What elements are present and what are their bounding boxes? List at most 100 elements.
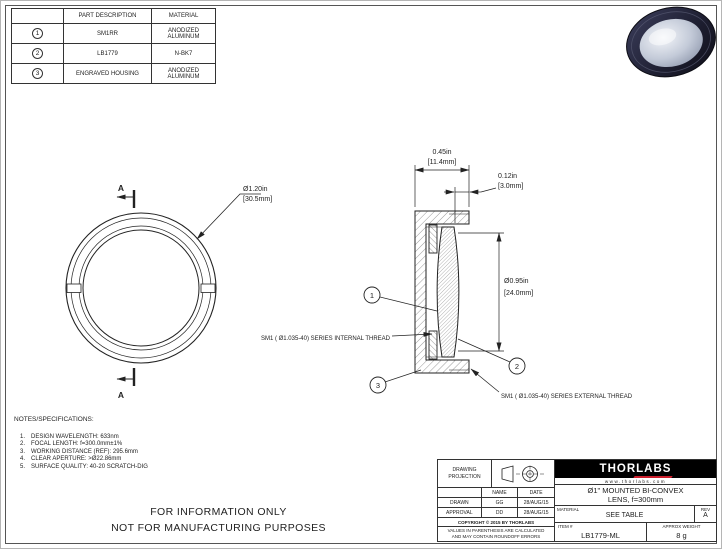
drawn-date: 28/AUG/15 bbox=[518, 498, 554, 508]
drawing-title-line-2: LENS, f=300mm bbox=[607, 495, 664, 504]
balloon-2: 2 bbox=[515, 362, 519, 371]
part-description: ENGRAVED HOUSING bbox=[63, 63, 152, 84]
front-view bbox=[65, 212, 217, 364]
date-header: DATE bbox=[518, 488, 554, 498]
housing-inner-circle bbox=[70, 217, 212, 359]
weight-label: APPROX WEIGHT bbox=[662, 524, 701, 529]
aperture-circle bbox=[82, 229, 200, 347]
note-item: 1.DESIGN WAVELENGTH: 633nm bbox=[20, 433, 119, 440]
section-letter-bottom: A bbox=[118, 390, 124, 400]
retaining-ring-section-top bbox=[428, 224, 438, 254]
bore-dim-in: Ø0.95in bbox=[504, 278, 529, 285]
disclaimer-line-1: FOR INFORMATION ONLY bbox=[150, 506, 287, 518]
weight-value: 8 g bbox=[676, 531, 687, 540]
part-description: LB1779 bbox=[63, 43, 152, 64]
internal-thread-callout: SM1 ( Ø1.035-40) SERIES INTERNAL THREAD bbox=[261, 336, 391, 342]
mounted-lens-photo bbox=[626, 6, 716, 78]
note-item: 2.FOCAL LENGTH: f=300.0mm±1% bbox=[20, 441, 123, 448]
balloon-2-circle bbox=[508, 357, 526, 375]
balloon-1-circle bbox=[363, 286, 381, 304]
parts-row-3: 3 ENGRAVED HOUSING ANODIZED ALUMINUM bbox=[11, 63, 216, 84]
drawing-title: Ø1" MOUNTED BI-CONVEX LENS, f=300mm bbox=[555, 485, 716, 506]
revision-cell: REV A bbox=[694, 506, 716, 522]
part-material: N-BK7 bbox=[151, 43, 216, 64]
approval-label: APPROVAL bbox=[438, 508, 482, 518]
balloon-callouts: 1 2 3 bbox=[363, 286, 526, 394]
drawn-name: GG bbox=[481, 498, 519, 508]
balloon-number-3: 3 bbox=[32, 68, 43, 79]
parts-header-material: MATERIAL bbox=[151, 8, 216, 24]
item-label: ITEM # bbox=[558, 524, 573, 529]
parts-header-id bbox=[11, 8, 64, 24]
balloon-3: 3 bbox=[376, 381, 380, 390]
rev-label: REV bbox=[700, 507, 711, 512]
drawing-title-line-1: Ø1" MOUNTED BI-CONVEX bbox=[587, 486, 684, 495]
lens-highlight bbox=[648, 28, 677, 46]
retaining-ring-section-bottom bbox=[428, 330, 438, 360]
balloon-3-circle bbox=[369, 376, 387, 394]
note-item: 3.WORKING DISTANCE (REF): 295.6mm bbox=[20, 448, 138, 455]
approval-row: APPROVAL DD 28/AUG/15 bbox=[438, 508, 554, 518]
note-item: 4.CLEAR APERTURE: >Ø22.86mm bbox=[20, 456, 122, 463]
width-dim-mm: [11.4mm] bbox=[428, 159, 457, 166]
drawn-label: DRAWN bbox=[438, 498, 482, 508]
notes-section: NOTES/SPECIFICATIONS: 1.DESIGN WAVELENGT… bbox=[14, 416, 148, 472]
section-letter-top: A bbox=[118, 183, 124, 193]
disclaimer-line-2: NOT FOR MANUFACTURING PURPOSES bbox=[111, 521, 326, 534]
housing-outer-circle bbox=[65, 212, 217, 364]
third-angle-projection-icon bbox=[501, 464, 544, 483]
title-block: DRAWING PROJECTION NAME DATE bbox=[437, 459, 717, 542]
parts-header-description: PART DESCRIPTION bbox=[63, 8, 152, 24]
drawn-row: DRAWN GG 28/AUG/15 bbox=[438, 498, 554, 508]
material-cell: MATERIAL SEE TABLE bbox=[555, 506, 694, 522]
bore-dim-mm: [24.0mm] bbox=[504, 290, 533, 297]
edge-dim-mm: [3.0mm] bbox=[498, 183, 523, 190]
approval-date: 28/AUG/15 bbox=[518, 508, 554, 518]
item-number-cell: ITEM # LB1779-ML bbox=[555, 523, 647, 541]
lens-section bbox=[436, 226, 460, 358]
balloon-1: 1 bbox=[370, 291, 374, 300]
part-material: ANODIZED ALUMINUM bbox=[151, 63, 216, 84]
side-view bbox=[414, 210, 470, 374]
copyright-notice: COPYRIGHT © 2015 BY THORLABS bbox=[438, 518, 554, 527]
edge-dim-in: 0.12in bbox=[498, 173, 517, 180]
section-marks: A A bbox=[116, 183, 136, 400]
side-view-dimensions: 0.45in [11.4mm] 0.12in [3.0mm] Ø0.95in [… bbox=[414, 149, 533, 352]
balloon-number-1: 1 bbox=[32, 28, 43, 39]
width-dim-in: 0.45in bbox=[432, 149, 451, 156]
retaining-ring-circle bbox=[78, 225, 204, 351]
external-thread-callout: SM1 ( Ø1.035-40) SERIES EXTERNAL THREAD bbox=[501, 394, 633, 400]
rev-value: A bbox=[703, 512, 708, 519]
front-diameter-in: Ø1.20in bbox=[243, 186, 268, 193]
lens-glass bbox=[639, 18, 703, 68]
note-item: 5.SURFACE QUALITY: 40-20 SCRATCH-DIG bbox=[20, 463, 148, 470]
parts-row-1: 1 SM1RR ANODIZED ALUMINUM bbox=[11, 23, 216, 44]
part-material: ANODIZED ALUMINUM bbox=[151, 23, 216, 44]
disclaimer: FOR INFORMATION ONLY NOT FOR MANUFACTURI… bbox=[46, 505, 391, 536]
website-url: www.thorlabs.com bbox=[555, 478, 716, 485]
balloon-number-2: 2 bbox=[32, 48, 43, 59]
item-value: LB1779-ML bbox=[581, 531, 620, 540]
parts-table-header-row: PART DESCRIPTION MATERIAL bbox=[11, 8, 216, 24]
tolerance-note: VALUES IN PARENTHESIS ARE CALCULATED AND… bbox=[447, 528, 545, 539]
parts-table: PART DESCRIPTION MATERIAL 1 SM1RR ANODIZ… bbox=[11, 8, 216, 84]
front-diameter-dimension: Ø1.20in [30.5mm] bbox=[196, 186, 272, 240]
front-diameter-mm: [30.5mm] bbox=[243, 196, 272, 203]
parts-row-2: 2 LB1779 N-BK7 bbox=[11, 43, 216, 64]
notes-title: NOTES/SPECIFICATIONS: bbox=[14, 416, 94, 423]
weight-cell: APPROX WEIGHT 8 g bbox=[647, 523, 716, 541]
thread-callouts: SM1 ( Ø1.035-40) SERIES INTERNAL THREAD … bbox=[261, 331, 633, 400]
part-description: SM1RR bbox=[63, 23, 152, 44]
approval-name: DD bbox=[481, 508, 519, 518]
material-value: SEE TABLE bbox=[605, 512, 644, 519]
spanner-slot-left bbox=[66, 283, 82, 293]
name-header: NAME bbox=[481, 488, 519, 498]
material-label: MATERIAL bbox=[557, 507, 580, 512]
housing-section bbox=[414, 210, 470, 374]
projection-label: DRAWING PROJECTION bbox=[438, 460, 492, 488]
spanner-slot-right bbox=[200, 283, 216, 293]
